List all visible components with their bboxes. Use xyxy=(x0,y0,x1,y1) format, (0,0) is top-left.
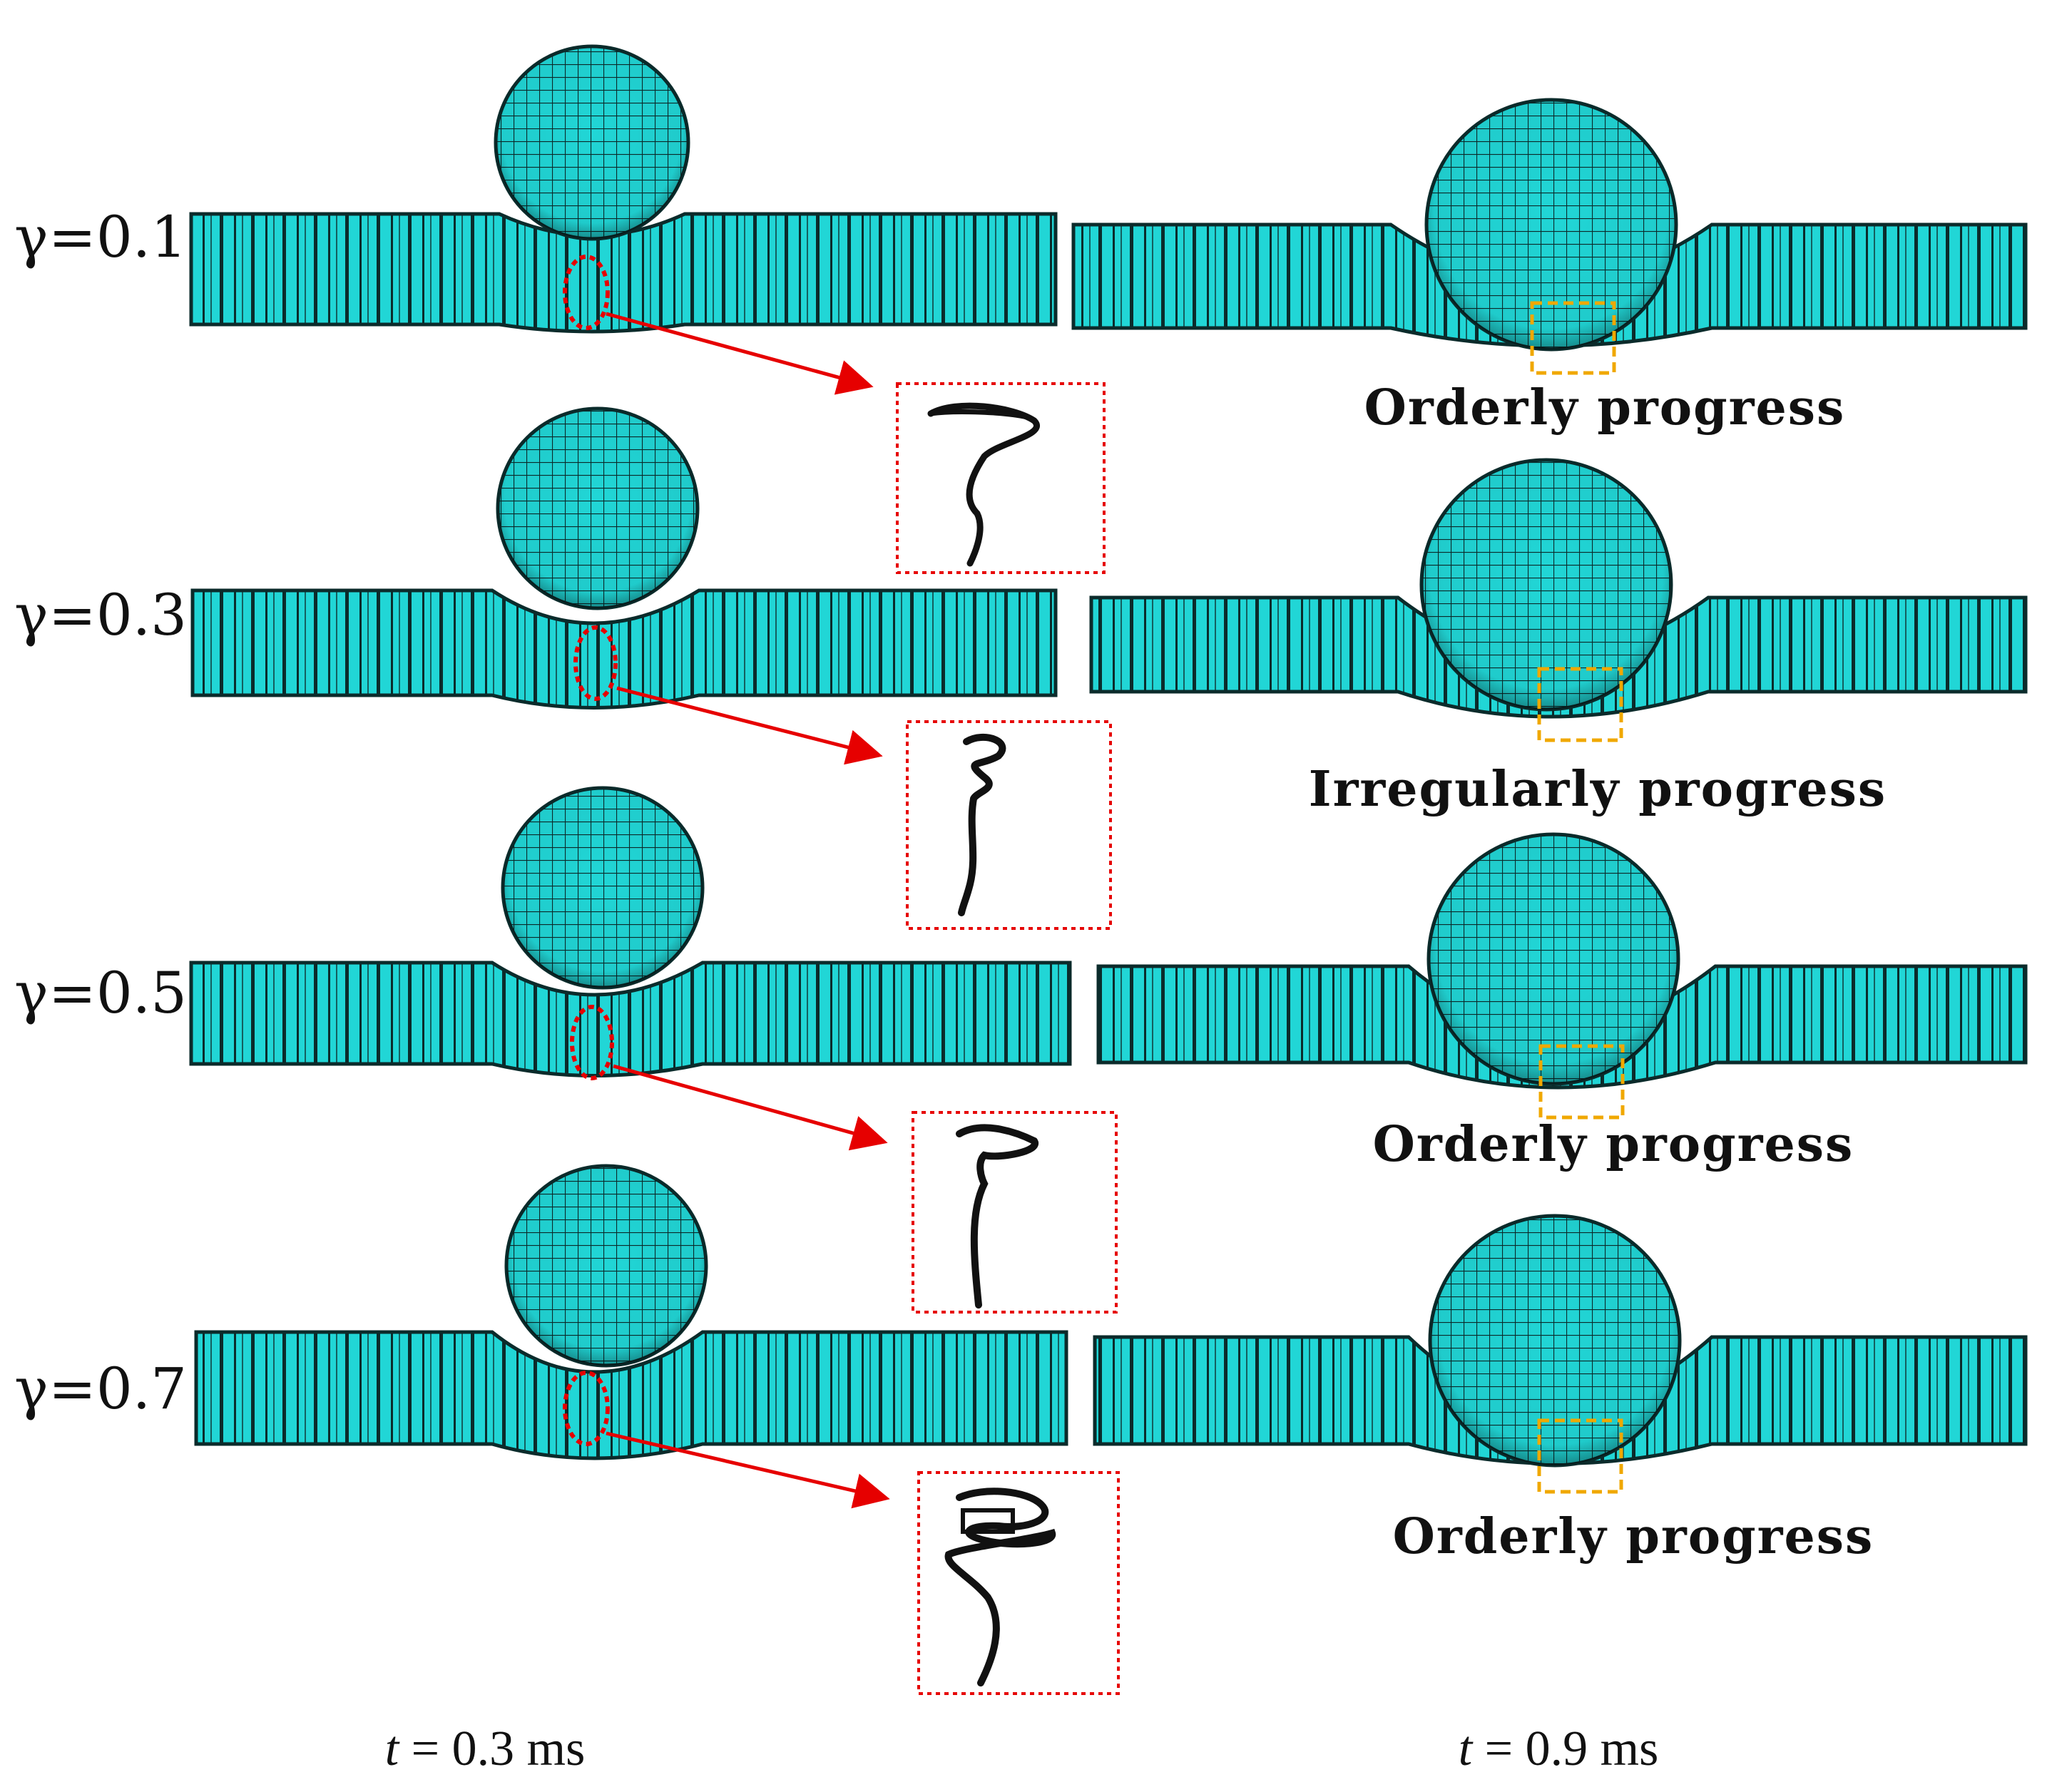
right-panel-row-2: Irregularly progress xyxy=(1089,458,2028,818)
progress-caption: Orderly progress xyxy=(1364,379,1846,436)
right-panel-row-3: Orderly progress xyxy=(1096,832,2028,1173)
time-caption-left: t = 0.3 ms xyxy=(385,1721,586,1776)
gamma-label: γ=0.3 xyxy=(14,582,187,648)
plate xyxy=(189,961,1072,1077)
right-panel-row-4: Orderly progress xyxy=(1093,1214,2028,1565)
progress-marker-box xyxy=(1530,301,1616,375)
inset-crack-detail xyxy=(917,1471,1120,1695)
inset-crack-detail xyxy=(912,1111,1118,1314)
inset-crack-detail xyxy=(896,382,1106,574)
callout-arrow xyxy=(606,1431,890,1509)
crack-marker-circle xyxy=(573,625,618,701)
inset-crack-detail xyxy=(906,720,1112,930)
row-2: Irregularly progress γ=0.3 xyxy=(14,406,2028,930)
gamma-label: γ=0.7 xyxy=(14,1356,187,1422)
progress-caption: Orderly progress xyxy=(1393,1508,1874,1565)
right-panel-row-1: Orderly progress xyxy=(1071,98,2028,436)
crack-marker-circle xyxy=(570,1005,614,1080)
gamma-label: γ=0.1 xyxy=(14,204,187,270)
plate xyxy=(194,1330,1068,1460)
progress-caption: Orderly progress xyxy=(1373,1116,1854,1173)
plate xyxy=(190,588,1058,710)
left-panel-row-1 xyxy=(189,44,1106,574)
left-panel-row-3 xyxy=(189,786,1118,1314)
left-panel-row-4 xyxy=(194,1164,1120,1695)
callout-arrow xyxy=(616,686,883,765)
row-1: Orderly progress γ=0.1 xyxy=(14,44,2028,574)
callout-arrow xyxy=(613,1064,888,1151)
progress-marker-box xyxy=(1537,1418,1623,1494)
row-4: Orderly progress γ=0.7 xyxy=(14,1164,2028,1695)
row-3: Orderly progress γ=0.5 xyxy=(14,786,2028,1314)
crack-marker-circle xyxy=(563,1371,610,1446)
crack-marker-circle xyxy=(563,255,610,330)
callout-arrow xyxy=(606,312,874,395)
progress-marker-box xyxy=(1537,667,1623,742)
progress-marker-box xyxy=(1538,1044,1625,1120)
left-panel-row-2 xyxy=(190,406,1112,930)
gamma-label: γ=0.5 xyxy=(14,960,187,1026)
time-caption-right: t = 0.9 ms xyxy=(1459,1721,1659,1776)
progress-caption: Irregularly progress xyxy=(1309,761,1887,818)
